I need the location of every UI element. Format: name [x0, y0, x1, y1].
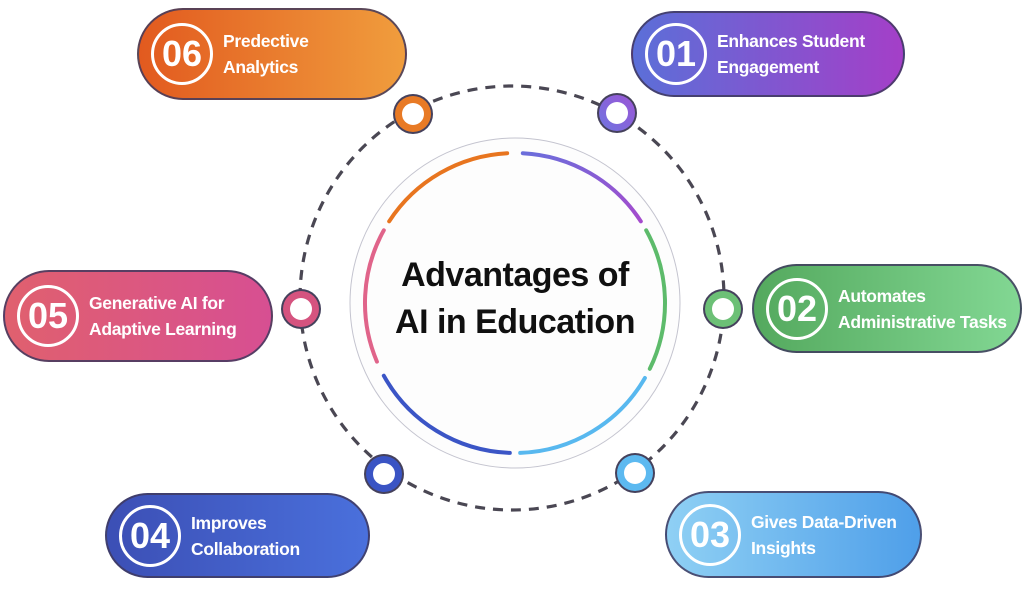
item-05-label-line2: Adaptive Learning — [89, 319, 237, 339]
center-circle — [349, 137, 681, 469]
dot-01-hole — [606, 102, 628, 124]
arc-01 — [520, 151, 643, 224]
dot-04 — [364, 454, 404, 494]
arc-05 — [363, 228, 386, 364]
dot-04-hole — [373, 463, 395, 485]
arc-02 — [644, 228, 667, 371]
item-03-label-line2: Insights — [751, 537, 816, 558]
page-title-line1: Advantages of — [401, 256, 629, 294]
item-01-label-line2: Engagement — [717, 57, 820, 77]
item-pill-06: 06 Predective Analytics — [137, 8, 407, 100]
dot-06 — [393, 94, 433, 134]
dot-01 — [597, 93, 637, 133]
item-01-label: Enhances Student Engagement — [717, 28, 865, 80]
arc-04 — [381, 373, 512, 455]
item-pill-03: 03 Gives Data-Driven Insights — [665, 491, 922, 578]
dot-06-hole — [402, 103, 424, 125]
item-pill-01: 01 Enhances Student Engagement — [631, 11, 905, 97]
dot-05-hole — [290, 298, 312, 320]
item-06-label-line1: Predective — [223, 31, 309, 51]
item-06-label: Predective Analytics — [223, 28, 309, 80]
item-06-number: 06 — [161, 33, 203, 74]
item-pill-04: 04 Improves Collaboration — [105, 493, 370, 578]
item-06-label-line2: Analytics — [223, 57, 299, 77]
item-05-label: Generative AI for Adaptive Learning — [89, 290, 237, 342]
item-pill-05: 05 Generative AI for Adaptive Learning — [3, 270, 273, 362]
page-title: Advantages of AI in Education — [365, 252, 665, 346]
item-04-number: 04 — [129, 514, 171, 556]
arc-03 — [518, 376, 647, 455]
item-04-label-line2: Collaboration — [191, 538, 300, 559]
arc-06 — [387, 151, 510, 224]
item-02-number: 02 — [776, 287, 818, 329]
item-01-number: 01 — [655, 33, 697, 74]
item-01-label-line1: Enhances Student — [717, 31, 865, 51]
item-04-label: Improves Collaboration — [191, 510, 300, 562]
item-02-number-circle: 02 — [766, 277, 828, 340]
dot-03 — [615, 453, 655, 493]
item-05-label-line1: Generative AI for — [89, 293, 225, 313]
item-04-label-line1: Improves — [191, 512, 267, 533]
item-05-number: 05 — [27, 295, 69, 336]
item-03-number-circle: 03 — [679, 503, 741, 566]
item-04-number-circle: 04 — [119, 504, 181, 567]
dot-02 — [703, 289, 743, 329]
item-06-number-circle: 06 — [151, 23, 213, 85]
item-01-number-circle: 01 — [645, 23, 707, 85]
item-03-number: 03 — [689, 513, 731, 555]
item-03-label-line1: Gives Data-Driven — [751, 511, 897, 532]
item-02-label-line1: Automates — [838, 285, 926, 306]
item-03-label: Gives Data-Driven Insights — [751, 509, 897, 561]
item-pill-02: 02 Automates Administrative Tasks — [752, 264, 1022, 353]
page-title-line2: AI in Education — [395, 303, 635, 341]
item-02-label: Automates Administrative Tasks — [838, 283, 1007, 335]
item-05-number-circle: 05 — [17, 285, 79, 347]
dot-03-hole — [624, 462, 646, 484]
dot-02-hole — [712, 298, 734, 320]
dot-05 — [281, 289, 321, 329]
item-02-label-line2: Administrative Tasks — [838, 311, 1007, 332]
